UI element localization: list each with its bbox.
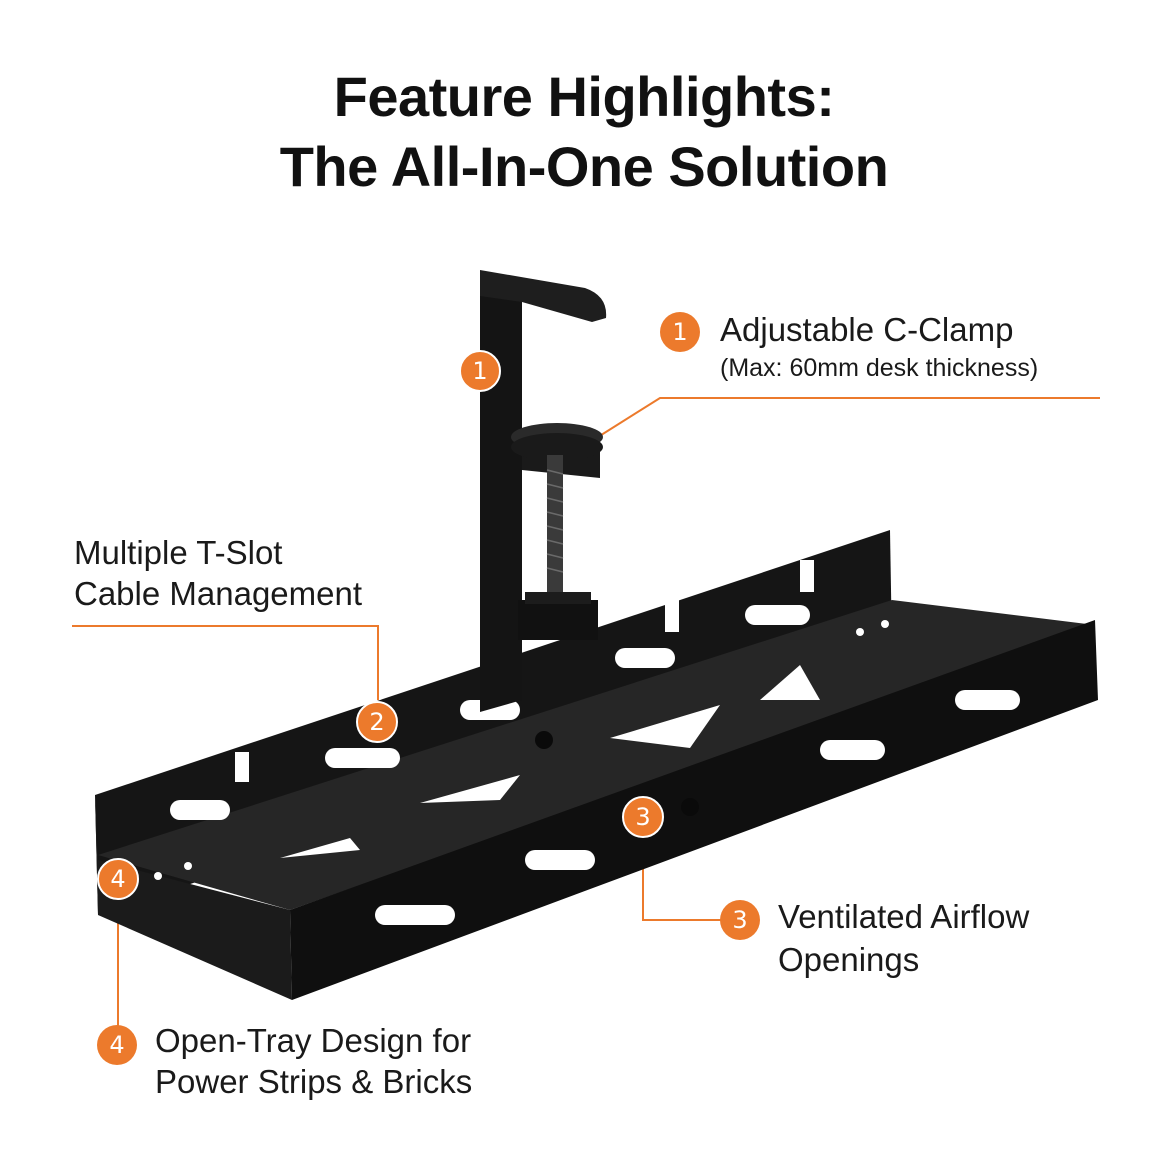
threaded-rod [547,455,563,595]
feature-3-label-line1: Ventilated Airflow [778,898,1030,935]
tray-floor [98,600,1095,910]
tray-end-wall [95,795,292,1000]
clamp-top-arm [480,270,607,322]
callout-badge-2-on-product: 2 [356,701,398,743]
feature-2-label-line1: Multiple T-Slot [74,534,283,571]
feature-4-label-line2: Power Strips & Bricks [155,1063,473,1100]
feature-1-number-badge: 1 [660,312,700,352]
clamp-knob [518,600,598,640]
feature-4-label-line1: Open-Tray Design for [155,1022,472,1059]
callout-badge-1-on-product: 1 [459,350,501,392]
feature-2-label-line2: Cable Management [74,575,363,612]
callout-badge-3-on-product: 3 [622,796,664,838]
front-wall-slots [154,690,1020,925]
leader-line-3 [642,845,722,921]
leader-line-2 [72,625,379,700]
feature-3-label-line2: Openings [778,941,920,978]
page-title-line2: The All-In-One Solution [279,135,889,198]
feature-1-detail: (Max: 60mm desk thickness) [720,354,1039,382]
feature-1-label: Adjustable C-Clamp [720,311,1014,348]
clamp-post [480,280,522,712]
feature-4-number-badge: 4 [97,1025,137,1065]
feature-3-number-badge: 3 [720,900,760,940]
floor-vents [280,665,820,858]
page-title-line1: Feature Highlights: [333,65,835,128]
callout-badge-4-on-product: 4 [97,858,139,900]
back-wall-slots [170,560,889,820]
leader-line-1 [597,397,1100,438]
